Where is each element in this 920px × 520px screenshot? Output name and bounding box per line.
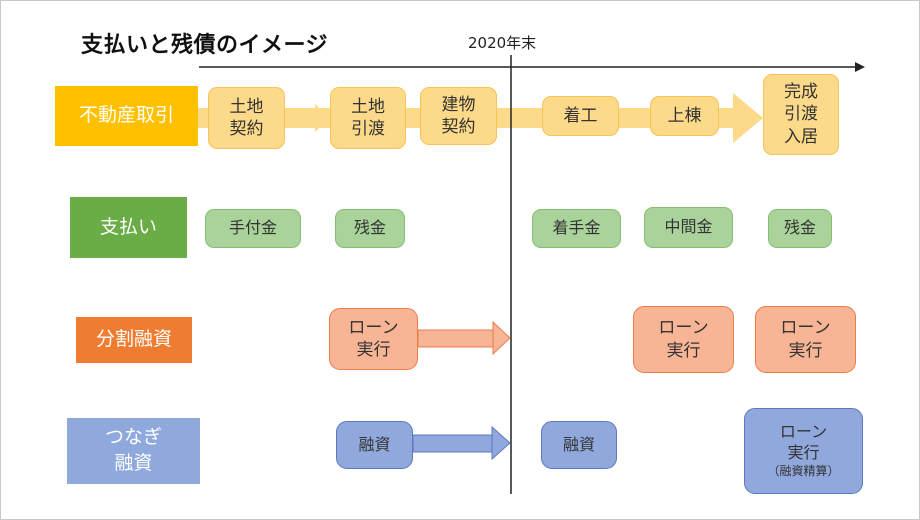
payment-final-balance: 残金 <box>768 209 832 248</box>
timeline-arrowhead <box>855 62 865 72</box>
step-line: 土地 <box>351 96 385 117</box>
category-bridge-line1: つなぎ <box>104 426 162 449</box>
payment-land-balance: 残金 <box>335 209 405 248</box>
category-real-estate: 不動産取引 <box>55 86 198 146</box>
bridge-loan-2: 融資 <box>541 421 617 469</box>
land-contract-arrowhead <box>315 104 330 132</box>
payment-deposit: 手付金 <box>205 209 301 248</box>
category-real-estate-label: 不動産取引 <box>78 104 174 127</box>
step-building-contract: 建物 契約 <box>420 87 497 145</box>
bridge-loan-1: 融資 <box>336 421 413 469</box>
step-line: 契約 <box>441 117 476 137</box>
installment-arrowhead <box>492 320 511 356</box>
payment-start: 着手金 <box>532 209 621 248</box>
payment-interim: 中間金 <box>644 207 733 248</box>
installment-loan-2: ローン 実行 <box>633 306 734 373</box>
step-line: 入居 <box>784 126 818 147</box>
loan-line: ローン <box>779 422 828 442</box>
category-installment: 分割融資 <box>76 317 192 363</box>
step-line: 土地 <box>229 96 264 117</box>
step-land-handover: 土地 引渡 <box>330 87 406 149</box>
loan-line: ローン <box>780 318 831 339</box>
step-line: 契約 <box>229 119 264 139</box>
step-line: 引渡 <box>784 104 818 125</box>
payment-label: 手付金 <box>228 218 277 238</box>
category-payment: 支払い <box>70 197 187 258</box>
step-line: 着工 <box>563 105 598 126</box>
step-line: 引渡 <box>351 119 385 139</box>
loan-line: ローン <box>348 317 399 338</box>
bridge-arrow-body <box>412 434 494 453</box>
step-line: 建物 <box>441 94 476 115</box>
step-framing: 上棟 <box>650 96 719 136</box>
payment-label: 残金 <box>783 218 816 238</box>
loan-settlement-note: （融資精算） <box>767 464 840 478</box>
category-bridge: つなぎ 融資 <box>67 418 200 484</box>
installment-loan-3: ローン 実行 <box>755 306 856 373</box>
payment-label: 残金 <box>353 218 386 238</box>
step-construction-start: 着工 <box>542 96 619 136</box>
installment-loan-1: ローン 実行 <box>329 308 418 370</box>
real-estate-arrowhead <box>733 93 763 143</box>
loan-line: 融資 <box>562 434 595 454</box>
loan-line: 実行 <box>666 340 701 361</box>
step-completion: 完成 引渡 入居 <box>763 74 839 155</box>
step-land-contract: 土地 契約 <box>208 87 285 149</box>
bridge-arrowhead <box>491 425 511 461</box>
loan-line: ローン <box>658 318 709 339</box>
step-line: 上棟 <box>667 105 702 126</box>
loan-line: 融資 <box>358 434 391 454</box>
loan-line: 実行 <box>787 443 820 463</box>
payment-label: 着手金 <box>552 218 601 238</box>
bridge-loan-final: ローン 実行 （融資精算） <box>744 408 863 494</box>
category-bridge-line2: 融資 <box>114 452 153 474</box>
category-installment-label: 分割融資 <box>95 328 172 351</box>
loan-line: 実行 <box>356 340 391 360</box>
payment-label: 中間金 <box>664 217 713 237</box>
diagram-title: 支払いと残債のイメージ <box>81 33 329 58</box>
installment-arrow-body <box>417 329 495 348</box>
category-payment-label: 支払い <box>99 215 157 238</box>
step-line: 完成 <box>784 82 818 103</box>
year-end-label: 2020年末 <box>468 34 537 52</box>
loan-line: 実行 <box>788 340 823 361</box>
